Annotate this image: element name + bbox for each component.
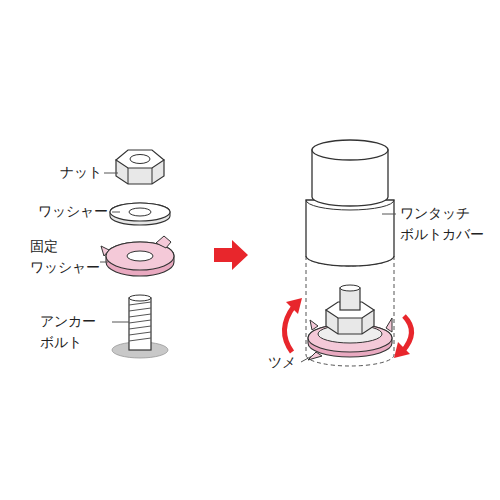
- nut-label: ナット: [60, 162, 106, 183]
- anchor-bolt-label: アンカー ボルト: [40, 311, 116, 353]
- claw-label: ツメ: [268, 352, 308, 373]
- washer-label: ワッシャー: [38, 201, 114, 222]
- bolt-cover-label: ワンタッチ ボルトカバー: [400, 203, 492, 245]
- fixing-washer-label: 固定 ワッシャー: [30, 236, 106, 278]
